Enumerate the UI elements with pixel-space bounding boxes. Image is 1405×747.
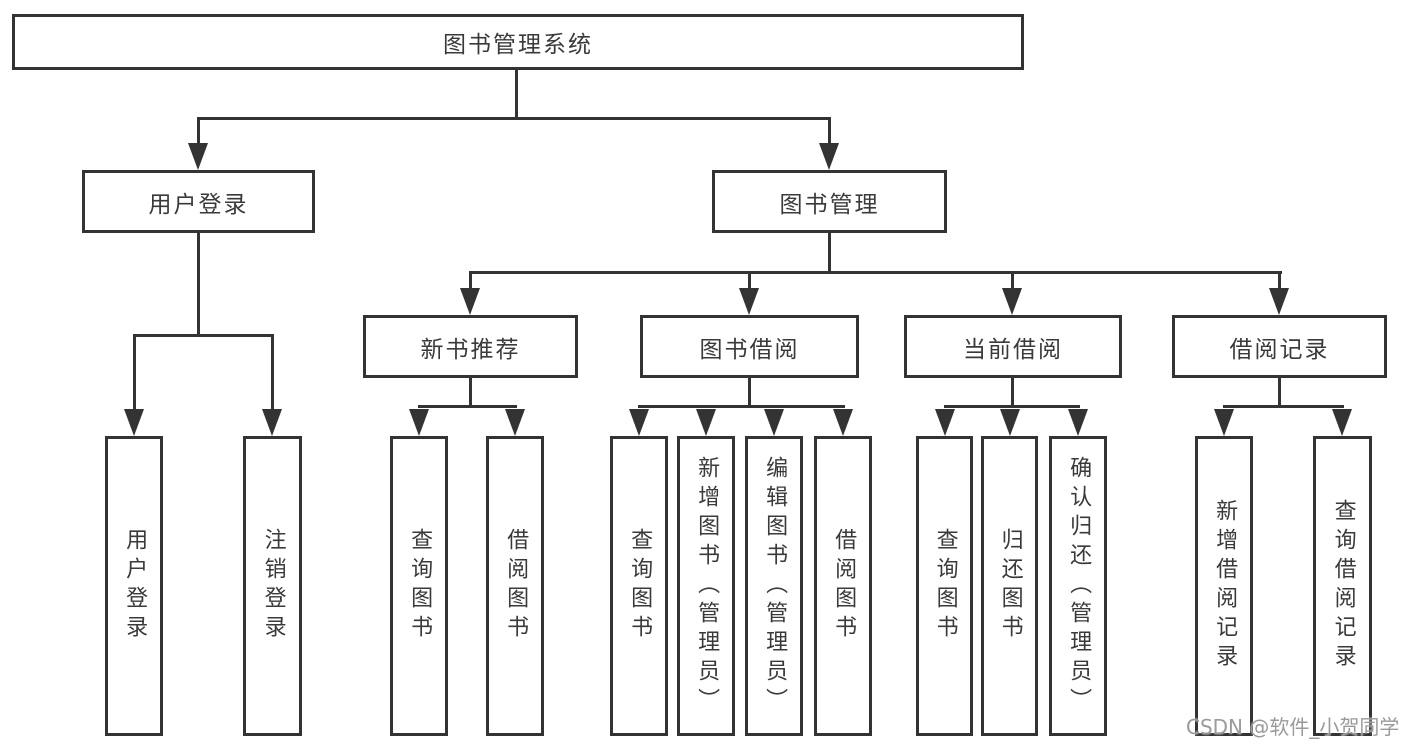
- connector-records-branch: [1223, 405, 1344, 408]
- leaf-query-borrow-record: 查询借阅记录: [1313, 436, 1372, 736]
- arrow-to-book-mgmt: [819, 143, 839, 170]
- connector-stub-leaf-login: [133, 334, 136, 412]
- connector-current-trunk: [1011, 378, 1014, 408]
- node-book-management: 图书管理: [712, 170, 947, 233]
- arrow-to-query-books-1: [409, 409, 429, 436]
- connector-recommend-trunk: [469, 378, 472, 408]
- leaf-confirm-return-admin: 确认归还（管理员）: [1049, 436, 1107, 736]
- arrow-to-recommend: [460, 288, 480, 315]
- leaf-label: 查询图书: [627, 528, 653, 644]
- connector-root-trunk: [515, 70, 518, 120]
- connector-stub-records: [1278, 271, 1281, 291]
- connector-current-branch: [944, 405, 1080, 408]
- arrow-to-current: [1002, 288, 1022, 315]
- arrow-to-query-record: [1332, 409, 1352, 436]
- leaf-borrow-books-recommend: 借阅图书: [486, 436, 544, 736]
- connector-book-mgmt-branch: [469, 271, 1282, 274]
- node-label: 图书管理系统: [443, 32, 593, 58]
- leaf-add-book-admin: 新增图书（管理员）: [677, 436, 735, 736]
- leaf-edit-book-admin: 编辑图书（管理员）: [745, 436, 803, 736]
- connector-recommend-branch: [418, 405, 517, 408]
- leaf-label: 新增图书（管理员）: [694, 455, 720, 717]
- leaf-label: 编辑图书（管理员）: [762, 455, 788, 717]
- connector-records-trunk: [1278, 378, 1281, 408]
- node-label: 新书推荐: [420, 336, 521, 363]
- node-borrow-records: 借阅记录: [1172, 315, 1387, 378]
- leaf-add-borrow-record: 新增借阅记录: [1195, 436, 1253, 736]
- leaf-label: 确认归还（管理员）: [1066, 455, 1092, 717]
- leaf-query-books-borrow: 查询图书: [610, 436, 668, 736]
- csdn-watermark: CSDN @软件_小贺同学: [1186, 715, 1400, 739]
- connector-root-branch: [197, 117, 831, 120]
- arrow-to-borrow-books-2: [833, 409, 853, 436]
- node-current-borrow: 当前借阅: [904, 315, 1122, 378]
- connector-stub-recommend: [469, 271, 472, 291]
- leaf-label: 查询图书: [407, 528, 433, 644]
- node-label: 当前借阅: [963, 336, 1063, 363]
- leaf-label: 查询借阅记录: [1330, 499, 1356, 673]
- arrow-to-user-login: [188, 143, 208, 170]
- leaf-return-book: 归还图书: [981, 436, 1038, 736]
- node-user-login: 用户登录: [82, 170, 315, 233]
- connector-stub-current: [1011, 271, 1014, 291]
- arrow-to-borrow: [739, 288, 759, 315]
- arrow-to-query-books-2: [629, 409, 649, 436]
- node-new-book-recommend: 新书推荐: [363, 315, 578, 378]
- leaf-borrow-books: 借阅图书: [814, 436, 872, 736]
- arrow-to-edit-book: [764, 409, 784, 436]
- leaf-label: 借阅图书: [831, 528, 857, 644]
- leaf-label: 归还图书: [997, 528, 1023, 644]
- connector-user-login-trunk: [197, 233, 200, 337]
- leaf-logout-login: 注销登录: [243, 436, 302, 736]
- node-book-borrow: 图书借阅: [640, 315, 859, 378]
- connector-borrow-branch: [638, 405, 845, 408]
- leaf-label: 用户登录: [122, 528, 148, 644]
- node-root-library-system: 图书管理系统: [12, 14, 1024, 70]
- arrow-to-leaf-login: [124, 409, 144, 436]
- arrow-to-confirm-return: [1068, 409, 1088, 436]
- arrow-to-query-books-3: [935, 409, 955, 436]
- arrow-to-borrow-books-1: [505, 409, 525, 436]
- leaf-label: 注销登录: [260, 528, 286, 644]
- connector-stub-user-login: [197, 117, 200, 145]
- leaf-label: 查询图书: [932, 528, 958, 644]
- arrow-to-add-record: [1214, 409, 1234, 436]
- leaf-label: 新增借阅记录: [1212, 499, 1238, 673]
- arrow-to-return-book: [1000, 409, 1020, 436]
- node-label: 图书借阅: [699, 336, 800, 363]
- connector-stub-borrow: [748, 271, 751, 291]
- node-label: 借阅记录: [1229, 336, 1330, 363]
- leaf-label: 借阅图书: [503, 528, 529, 644]
- arrow-to-add-book: [696, 409, 716, 436]
- connector-stub-leaf-logout: [271, 334, 274, 412]
- leaf-query-books-current: 查询图书: [916, 436, 973, 736]
- node-label: 用户登录: [148, 191, 249, 218]
- leaf-query-books-recommend: 查询图书: [390, 436, 448, 736]
- connector-book-mgmt-trunk: [828, 233, 831, 274]
- connector-user-login-branch: [133, 334, 274, 337]
- leaf-user-login: 用户登录: [105, 436, 163, 736]
- arrow-to-records: [1269, 288, 1289, 315]
- connector-stub-book-mgmt: [828, 117, 831, 145]
- arrow-to-leaf-logout: [262, 409, 282, 436]
- node-label: 图书管理: [779, 191, 880, 218]
- connector-borrow-trunk: [748, 378, 751, 408]
